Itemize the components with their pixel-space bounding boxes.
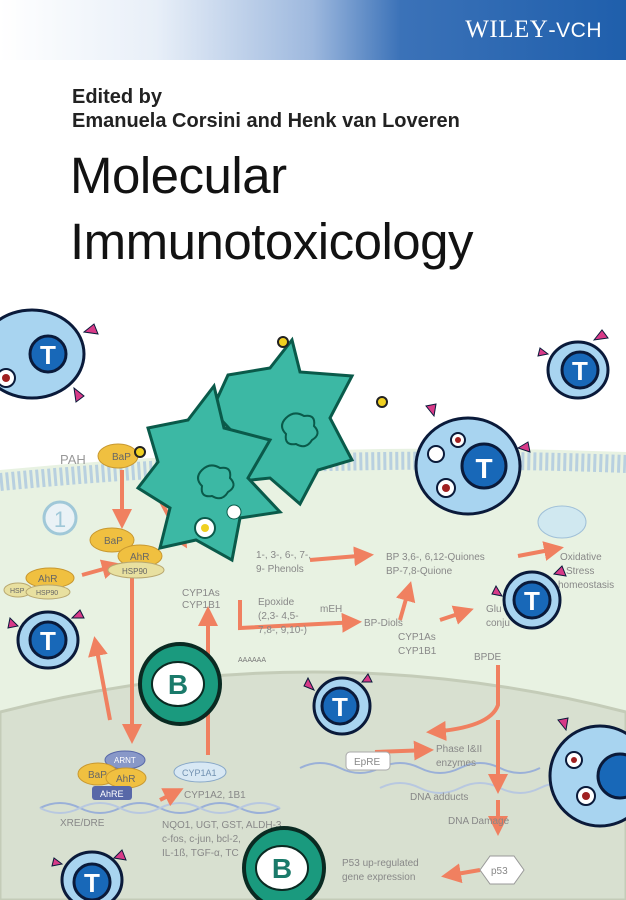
publisher-separator: - bbox=[548, 17, 557, 42]
t-cell-label: T bbox=[475, 453, 492, 484]
dna-adducts-label: DNA adducts bbox=[410, 792, 468, 803]
t-cell: T bbox=[414, 403, 531, 516]
vesicle-icon bbox=[226, 504, 242, 520]
quinones-line-2: BP-7,8-Quione bbox=[386, 566, 453, 577]
meh-label: mEH bbox=[320, 604, 342, 615]
t-cell-label: T bbox=[332, 692, 348, 722]
publisher-logo: WILEY-VCH bbox=[465, 16, 602, 44]
bap-complex-label: BaP bbox=[104, 536, 123, 547]
ahr-left-label: AhR bbox=[38, 574, 57, 585]
t-cell: T bbox=[51, 849, 127, 900]
ahre-label: AhRE bbox=[100, 789, 124, 799]
cyp1b1-label: CYP1B1 bbox=[182, 600, 221, 611]
ahr-nucleus-label: AhR bbox=[116, 774, 135, 785]
phase-line-2: enzymes bbox=[436, 758, 476, 769]
glu-line-1: Glu bbox=[486, 604, 502, 615]
phenols-line-1: 1-, 3-, 6-, 7-, bbox=[256, 550, 311, 561]
phase-line-1: Phase I&II bbox=[436, 744, 482, 755]
bpde-label: BPDE bbox=[474, 652, 502, 663]
oxidative-line-1: Oxidative bbox=[560, 552, 602, 563]
t-cell: T bbox=[7, 609, 85, 670]
t-cell: T bbox=[303, 673, 373, 736]
nucleus-shape bbox=[197, 464, 235, 500]
dna-damage-label: DNA Damage bbox=[448, 816, 510, 827]
antigen-icon bbox=[277, 336, 289, 348]
pah-label: PAH bbox=[60, 452, 86, 467]
nucleus bbox=[0, 670, 626, 900]
t-cell-label: T bbox=[40, 626, 56, 656]
oxidative-line-2: Stress bbox=[566, 566, 594, 577]
epoxide-line-1: Epoxide bbox=[258, 597, 295, 608]
t-cell: T bbox=[537, 329, 610, 400]
hsp90-left-label: HSP90 bbox=[36, 590, 58, 597]
ahr-complex-label: AhR bbox=[130, 552, 149, 563]
genes-line-2: c-fos, c-jun, bcl-2, bbox=[162, 834, 241, 845]
mitochondrion bbox=[537, 505, 587, 539]
publisher-wiley: WILEY bbox=[465, 16, 549, 43]
t-cell-label: T bbox=[84, 868, 100, 898]
t-cell-label: T bbox=[524, 586, 540, 616]
nucleus-shape bbox=[281, 412, 319, 448]
publisher-banner: WILEY-VCH bbox=[0, 0, 626, 60]
hsp90-complex-label: HSP90 bbox=[122, 567, 148, 576]
dna-strand bbox=[379, 782, 581, 794]
publisher-vch: VCH bbox=[556, 19, 602, 42]
antigen-icon bbox=[134, 446, 146, 458]
phenols-line-2: 9- Phenols bbox=[256, 564, 304, 575]
step-number: 1 bbox=[54, 507, 66, 532]
glu-line-2: conju bbox=[486, 618, 510, 629]
hsp90-left bbox=[25, 584, 71, 600]
poly-a-tail: AAAAAA bbox=[238, 657, 266, 664]
p53-up-line-1: P53 up-regulated bbox=[342, 858, 419, 869]
cyp1as-label: CYP1As bbox=[182, 588, 220, 599]
genes-line-1: NQO1, UGT, GST, ALDH-3 bbox=[162, 820, 282, 831]
dna-strand bbox=[39, 802, 281, 814]
quinones-line-1: BP 3,6-, 6,12-Quiones bbox=[386, 552, 485, 563]
t-cell bbox=[548, 717, 626, 828]
epoxide-line-3: 7,8-, 9,10-) bbox=[258, 625, 307, 636]
book-title-line-1: Molecular bbox=[70, 147, 287, 204]
editor-names: Emanuela Corsini and Henk van Loveren bbox=[72, 110, 460, 132]
bap-label: BaP bbox=[112, 452, 131, 463]
bap-nucleus-label: BaP bbox=[88, 770, 107, 781]
antigen-icon bbox=[376, 396, 388, 408]
cyp1b1-2-label: CYP1B1 bbox=[398, 646, 437, 657]
edited-by-label: Edited by bbox=[72, 86, 163, 108]
bap-complex bbox=[89, 527, 135, 553]
cyp1a2-label: CYP1A2, 1B1 bbox=[184, 790, 246, 801]
t-cell-label: T bbox=[40, 340, 56, 370]
epre-label: EpRE bbox=[354, 757, 380, 768]
dendritic-cell bbox=[135, 382, 284, 563]
t-cell: T bbox=[0, 308, 99, 403]
b-cell-label: B bbox=[168, 669, 188, 700]
book-title-line-2: Immunotoxicology bbox=[70, 213, 474, 270]
epre-box bbox=[345, 751, 391, 771]
cyp1a1-mrna bbox=[173, 761, 227, 783]
p53-label: p53 bbox=[491, 866, 508, 877]
bp-diols-label: BP-Diols bbox=[364, 618, 403, 629]
epoxide-line-2: (2,3- 4,5- bbox=[258, 611, 299, 622]
ahre-box bbox=[92, 786, 132, 800]
hsp-left-label: HSP bbox=[10, 588, 25, 595]
antigen-icon bbox=[201, 524, 209, 532]
arnt-label: ARNT bbox=[114, 756, 136, 765]
t-cell: T bbox=[491, 565, 567, 630]
step-circle bbox=[42, 500, 78, 536]
hsp90-complex bbox=[107, 561, 165, 579]
cyp1a1-label: CYP1A1 bbox=[182, 768, 217, 778]
p53-hexagon bbox=[479, 855, 525, 885]
oxidative-line-3: homeostasis bbox=[558, 580, 614, 591]
b-cell: B bbox=[242, 826, 326, 900]
genes-line-3: IL-1ß, TGF-α, TC bbox=[162, 848, 239, 859]
cyp1as-2-label: CYP1As bbox=[398, 632, 436, 643]
xre-label: XRE/DRE bbox=[60, 818, 105, 829]
b-cell-label: B bbox=[272, 853, 292, 884]
t-cell-label: T bbox=[572, 356, 588, 386]
b-cell: B bbox=[138, 642, 222, 726]
p53-up-line-2: gene expression bbox=[342, 872, 415, 883]
